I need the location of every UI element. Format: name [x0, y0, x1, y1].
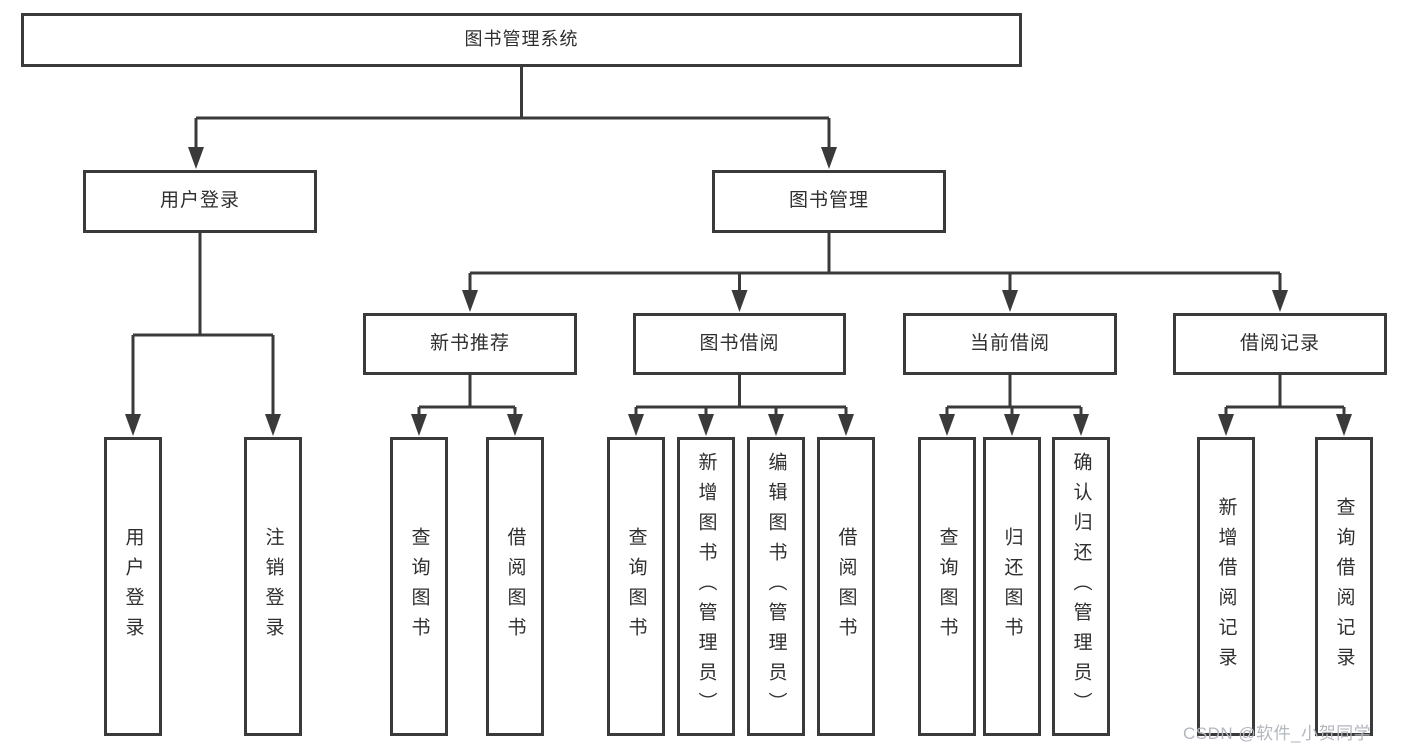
arrow-heads: [125, 147, 1352, 436]
csdn-watermark: CSDN @软件_小贺同学: [1183, 724, 1372, 743]
node-root-system: 图书管理系统: [21, 13, 1022, 67]
leaf-newbooks-query: 查询图书: [390, 437, 448, 736]
leaf-user-login: 用户登录: [104, 437, 162, 736]
leaf-records-query: 查询借阅记录: [1315, 437, 1373, 736]
leaf-borrow-query: 查询图书: [607, 437, 665, 736]
node-borrow-records: 借阅记录: [1173, 313, 1387, 375]
leaf-borrow-edit-admin: 编辑图书（管理员）: [747, 437, 805, 736]
node-new-book-recommend: 新书推荐: [363, 313, 577, 375]
leaf-current-return: 归还图书: [983, 437, 1041, 736]
node-book-borrow: 图书借阅: [633, 313, 846, 375]
leaf-current-confirm-admin: 确认归还（管理员）: [1052, 437, 1110, 736]
node-current-borrow: 当前借阅: [903, 313, 1117, 375]
node-user-login: 用户登录: [83, 170, 317, 233]
leaf-current-query: 查询图书: [918, 437, 976, 736]
leaf-logout: 注销登录: [244, 437, 302, 736]
leaf-newbooks-borrow: 借阅图书: [486, 437, 544, 736]
leaf-records-add: 新增借阅记录: [1197, 437, 1255, 736]
leaf-borrow-add-admin: 新增图书（管理员）: [677, 437, 735, 736]
node-book-management: 图书管理: [712, 170, 946, 233]
leaf-borrow-borrow: 借阅图书: [817, 437, 875, 736]
